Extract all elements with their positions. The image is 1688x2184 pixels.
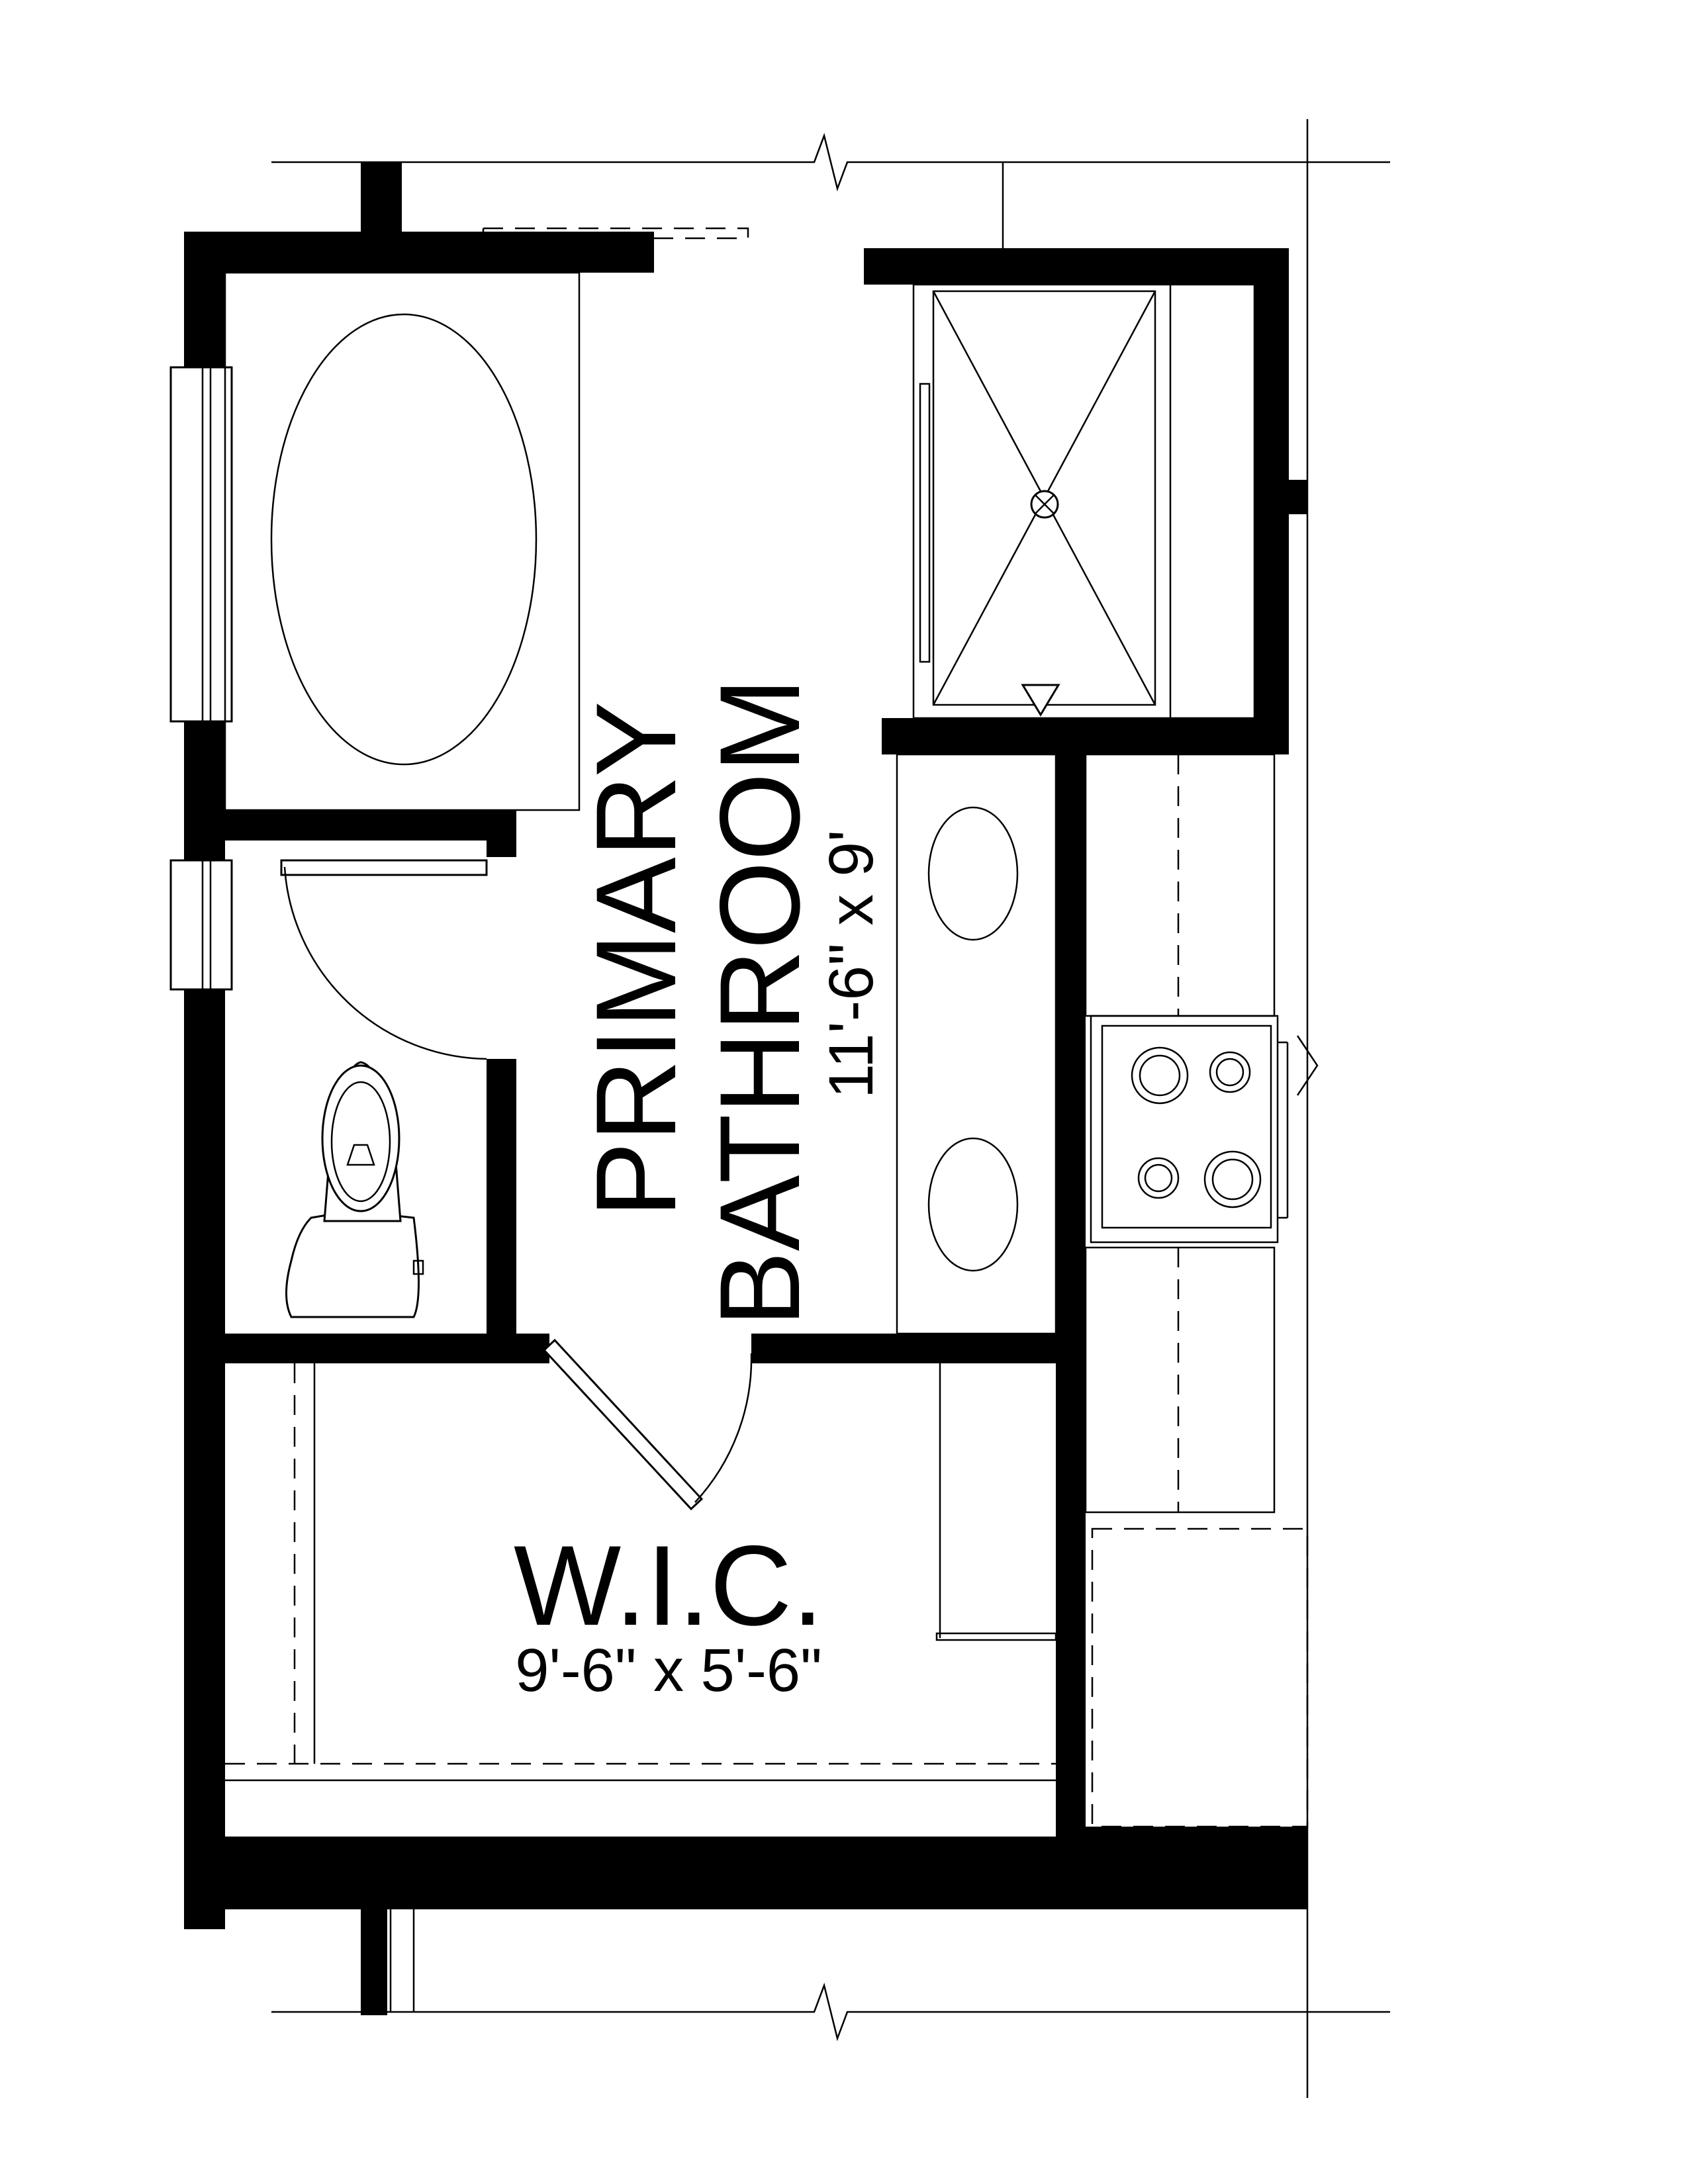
- vanity: [896, 753, 1057, 1335]
- room-dimensions: 11'-6" x 9': [816, 830, 886, 1099]
- room-name: W.I.C.: [514, 1522, 823, 1649]
- sink-icon: [927, 806, 1019, 941]
- shower-icon: [912, 283, 1256, 719]
- cooktop-icon: [1090, 1015, 1289, 1244]
- sink-icon: [927, 1137, 1019, 1272]
- room-label-primary-bathroom: PRIMARY BATHROOM 11'-6" x 9': [573, 678, 886, 1327]
- door-swing-icon: [542, 1338, 753, 1511]
- bathtub-icon: [224, 271, 581, 811]
- room-label-wic: W.I.C. 9'-6" x 5'-6": [514, 1522, 823, 1704]
- break-lines: [271, 119, 1390, 2098]
- toilet-icon: [285, 1061, 424, 1318]
- room-name-line-1: PRIMARY: [573, 701, 700, 1218]
- shower-drain-icon: [1030, 490, 1059, 519]
- kitchen-counter: [1084, 753, 1309, 1846]
- wic-shelving: [225, 1363, 1057, 1782]
- door-swing-icon: [280, 859, 488, 1060]
- window-icon: [169, 366, 233, 991]
- window-top: [482, 227, 749, 240]
- room-dimensions: 9'-6" x 5'-6": [515, 1637, 822, 1704]
- room-name-line-2: BATHROOM: [696, 678, 823, 1327]
